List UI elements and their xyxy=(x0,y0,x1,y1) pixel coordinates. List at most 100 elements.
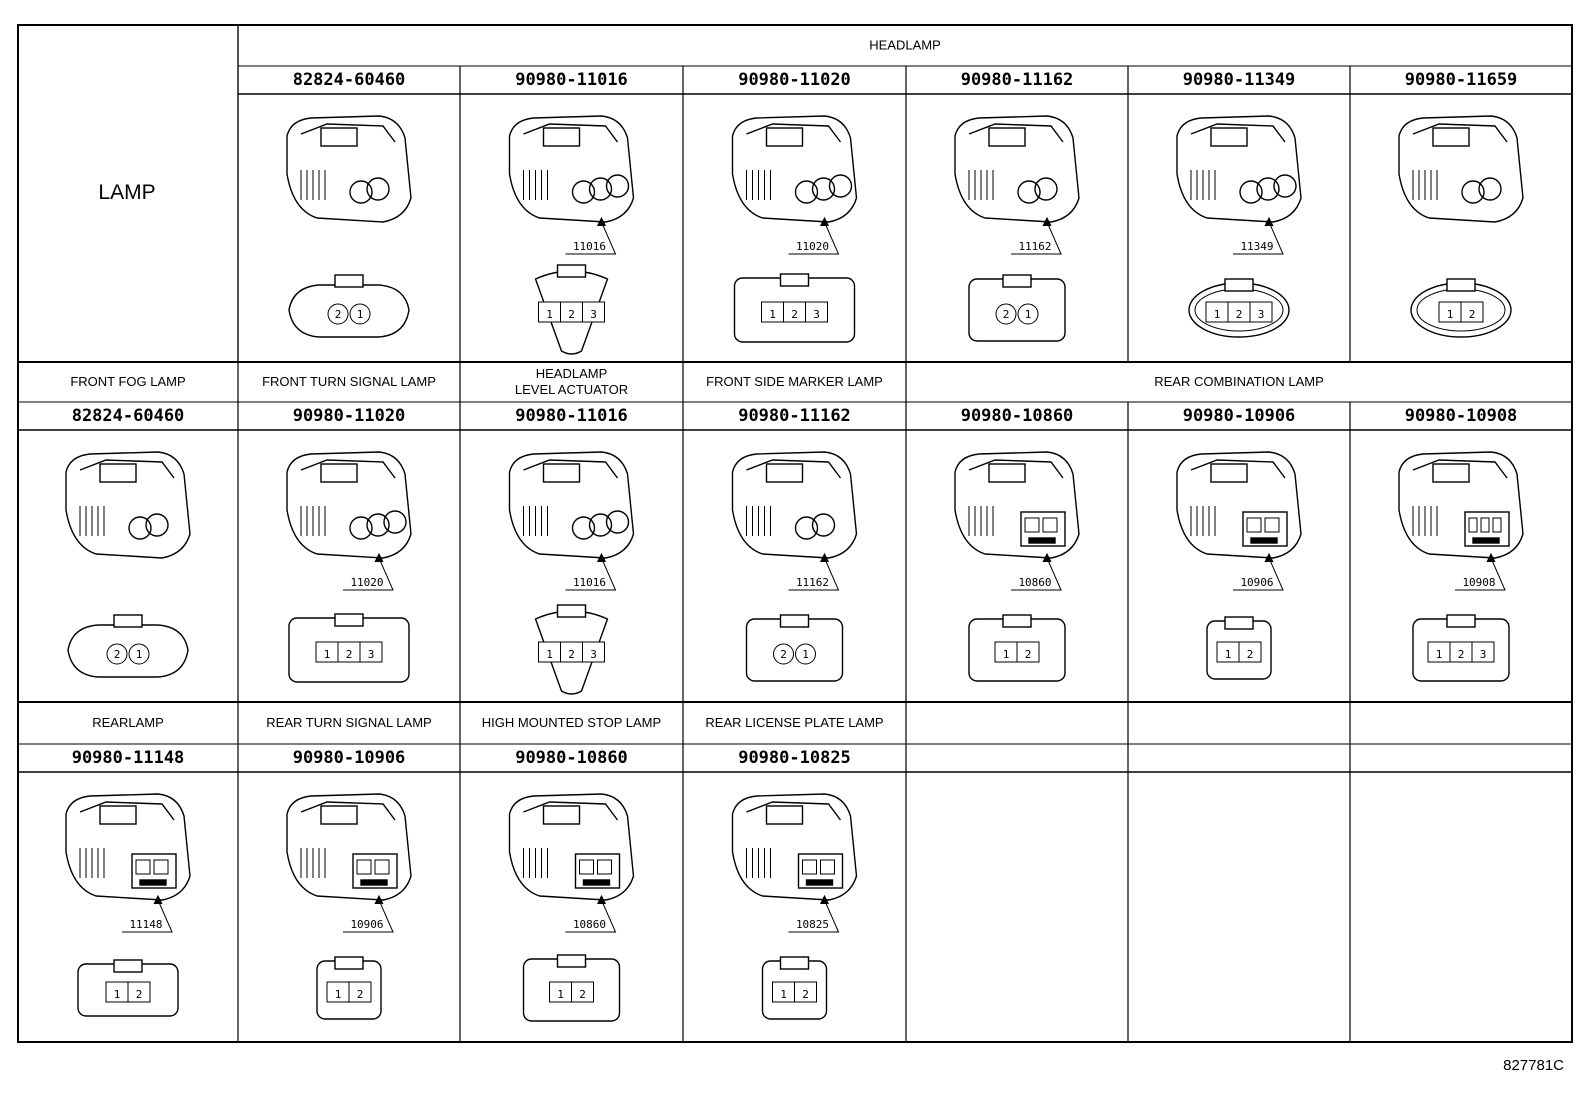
housing-body xyxy=(65,793,191,901)
housing-body xyxy=(1398,451,1524,559)
lock-tab xyxy=(1210,463,1248,483)
terminal-cavity xyxy=(374,859,390,875)
terminal-cavity xyxy=(1461,180,1485,204)
pin-number: 2 xyxy=(1458,648,1465,661)
face-lock xyxy=(779,273,810,287)
part-number: 90980-11162 xyxy=(738,406,851,426)
pin-number: 3 xyxy=(590,648,597,661)
callout-leader xyxy=(788,221,840,255)
marking-bar xyxy=(1250,537,1278,544)
callout-arrow xyxy=(1264,552,1274,563)
callout-label: 10860 xyxy=(1018,576,1051,589)
callout-arrow xyxy=(820,894,829,905)
connector-2pin-icon xyxy=(954,115,1080,342)
face-lock xyxy=(1446,614,1476,628)
face-outline xyxy=(288,284,410,338)
callout-label: 11148 xyxy=(129,918,162,931)
terminal-cavity xyxy=(1034,177,1058,201)
terminal-cavity xyxy=(383,510,407,534)
pin-cavity xyxy=(794,981,817,1003)
terminal-cavity xyxy=(794,516,819,540)
housing-latch xyxy=(1190,123,1286,143)
terminal-cavity xyxy=(605,510,630,534)
callout-arrow xyxy=(820,552,829,563)
group-label: REARLAMP xyxy=(92,715,164,730)
housing-latch xyxy=(1412,459,1508,479)
callout-label: 10860 xyxy=(573,918,606,931)
connector-3pin-icon xyxy=(1398,451,1524,682)
pin-number: 2 xyxy=(114,648,121,661)
terminal-cavity xyxy=(1017,180,1041,204)
housing-latch xyxy=(746,123,842,143)
connector-2pin-icon xyxy=(954,451,1080,682)
pin-number: 2 xyxy=(1469,308,1476,321)
callout-label: 11162 xyxy=(796,576,829,589)
marking-bar xyxy=(1472,537,1500,544)
group-label: FRONT SIDE MARKER LAMP xyxy=(706,374,883,389)
face-lock xyxy=(113,614,143,628)
pin-cavity xyxy=(348,981,372,1003)
lock-tab xyxy=(320,463,358,483)
terminal-cavity xyxy=(605,174,630,198)
terminal-cavity xyxy=(588,177,613,201)
terminal-face xyxy=(1464,511,1510,547)
housing-latch xyxy=(300,801,396,821)
terminal-cavity xyxy=(597,859,612,875)
part-number: 90980-10860 xyxy=(961,406,1074,426)
pin-cavity xyxy=(571,981,594,1003)
callout-label: 11349 xyxy=(1240,240,1273,253)
lock-tab xyxy=(99,463,137,483)
housing-body xyxy=(731,451,858,559)
face-lock xyxy=(334,613,364,627)
face-lock xyxy=(556,954,587,968)
corner-label: LAMP xyxy=(98,181,155,204)
marking-bar xyxy=(139,879,167,886)
pin-cavity xyxy=(582,641,605,663)
terminal-face xyxy=(1020,511,1066,547)
callout-arrow xyxy=(1042,216,1052,227)
housing-body xyxy=(286,451,412,559)
connector-2pin-icon xyxy=(731,451,858,682)
terminal-cavity xyxy=(1239,180,1263,204)
lock-tab xyxy=(988,463,1026,483)
connector-2pin-icon xyxy=(65,451,191,678)
terminal-cavity xyxy=(571,180,596,204)
callout-leader xyxy=(1233,557,1284,591)
callout-arrow xyxy=(374,894,384,905)
part-number: 90980-10906 xyxy=(293,748,406,768)
terminal-face xyxy=(131,853,177,889)
callout-leader xyxy=(1233,221,1284,255)
lock-tab xyxy=(988,127,1026,147)
pin-cavity xyxy=(359,641,383,663)
pin-number: 1 xyxy=(1447,308,1454,321)
group-label: FRONT TURN SIGNAL LAMP xyxy=(262,374,436,389)
marking-bar xyxy=(360,879,388,886)
terminal-face xyxy=(574,853,621,889)
terminal-cavity xyxy=(135,859,151,875)
callout-label: 10906 xyxy=(1240,576,1273,589)
callout-leader xyxy=(565,221,617,255)
callout-leader xyxy=(788,899,840,933)
housing-body xyxy=(65,451,191,559)
pin-number: 2 xyxy=(780,648,787,661)
pin-number: 1 xyxy=(557,988,564,1001)
face-outline xyxy=(968,278,1066,342)
pin-number: 3 xyxy=(813,308,820,321)
callout-leader xyxy=(565,557,617,591)
group-label: LEVEL ACTUATOR xyxy=(515,382,628,397)
lock-tab xyxy=(542,127,581,147)
face-lock xyxy=(1224,278,1254,292)
terminal-cavity xyxy=(366,177,390,201)
terminal-cavity xyxy=(1480,517,1490,533)
pin-number: 2 xyxy=(802,988,809,1001)
terminal-face xyxy=(1242,511,1288,547)
pin-cavity xyxy=(582,301,605,323)
terminal-cavity xyxy=(828,174,853,198)
pin-cavity xyxy=(349,303,371,325)
connector-2pin-icon xyxy=(1398,115,1524,338)
lock-tab xyxy=(1432,127,1470,147)
housing-latch xyxy=(79,801,175,821)
lock-tab xyxy=(1432,463,1470,483)
connector-3pin-icon xyxy=(731,115,858,343)
lock-tab xyxy=(765,127,804,147)
